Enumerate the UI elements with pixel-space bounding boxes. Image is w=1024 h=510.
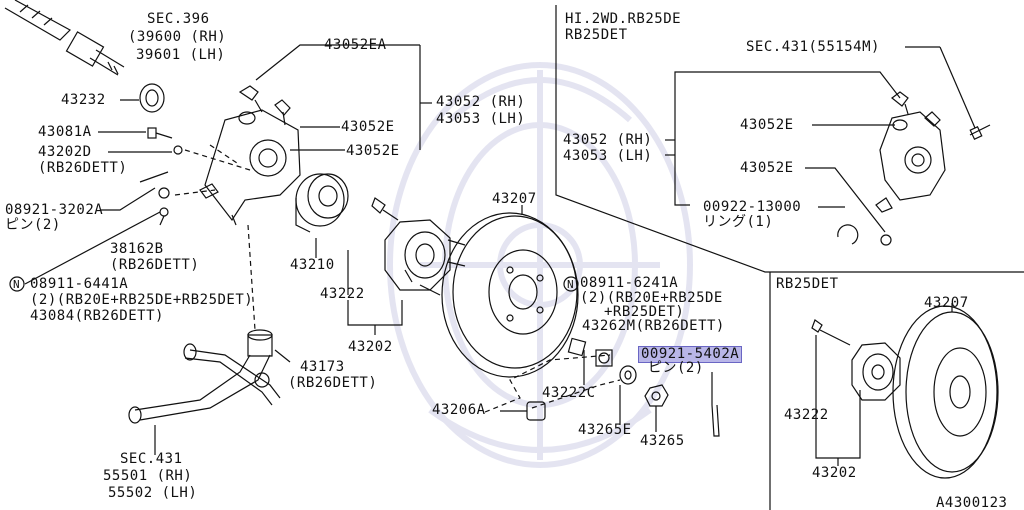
locknut-43265	[644, 384, 669, 407]
label-08911-6241a-note2: +RB25DET)	[604, 304, 685, 320]
inset1-title-line2: RB25DET	[565, 27, 628, 43]
inset1-label-43052e-upper: 43052E	[740, 117, 794, 133]
label-43202: 43202	[348, 339, 393, 355]
label-38162b-note: (RB26DETT)	[110, 257, 200, 273]
driveshaft-illustration	[4, 0, 125, 76]
washer-43265e	[619, 365, 637, 385]
label-38162b: 38162B	[110, 241, 164, 257]
label-43265: 43265	[640, 433, 685, 449]
inset1-label-sec431: SEC.431(55154M)	[746, 39, 880, 55]
label-43053-lh: 43053 (LH)	[436, 111, 526, 127]
label-43207: 43207	[492, 191, 537, 207]
hub-bearing-43210	[295, 173, 349, 233]
circle-n-marker-left	[9, 276, 25, 292]
watermark-crest	[387, 62, 693, 468]
inset1-label-00922: 00922-13000	[703, 199, 802, 215]
label-sec431-lh: 55502 (LH)	[108, 485, 198, 501]
inset1-label-43052e-lower: 43052E	[740, 160, 794, 176]
lower-arm-illustration	[128, 329, 281, 424]
inset2-title: RB25DET	[776, 276, 839, 292]
label-08911-6241a: 08911-6241A	[580, 275, 679, 291]
brake-disc-inset	[892, 305, 999, 479]
label-43202d-note: (RB26DETT)	[38, 160, 128, 176]
circled-n-left: N	[13, 278, 21, 291]
ring-00922	[837, 224, 859, 245]
label-00921-5402a-highlighted[interactable]: 00921-5402A	[638, 346, 743, 363]
label-sec396-lh: 39601 (LH)	[136, 47, 226, 63]
inset1-label-00922-note: リング(1)	[703, 214, 774, 230]
label-43262m: 43262M(RB26DETT)	[582, 318, 725, 334]
inset2-label-43222: 43222	[784, 407, 829, 423]
label-08911-6441a: 08911-6441A	[30, 276, 129, 292]
label-sec396-title: SEC.396	[147, 11, 210, 27]
label-43084: 43084(RB26DETT)	[30, 308, 164, 324]
label-43052e-upper: 43052E	[341, 119, 395, 135]
label-00921-5402a-note: ピン(2)	[648, 360, 704, 376]
label-43081a: 43081A	[38, 124, 92, 140]
inset2-label-43207: 43207	[924, 295, 969, 311]
spacer-43222c	[567, 337, 587, 357]
knuckle-illustration-inset	[875, 91, 991, 246]
inset2-label-43202: 43202	[812, 465, 857, 481]
diagram-id: A4300123	[936, 495, 1008, 510]
brake-disc-43207	[441, 212, 579, 378]
label-43222c: 43222C	[542, 385, 596, 401]
circle-n-marker-right	[563, 276, 579, 292]
label-43265e: 43265E	[578, 422, 632, 438]
label-43202d: 43202D	[38, 144, 92, 160]
inset1-label-43052-rh: 43052 (RH)	[563, 132, 653, 148]
inset1-title-line1: HI.2WD.RB25DE	[565, 11, 682, 27]
label-08911-6241a-note1: (2)(RB20E+RB25DE	[580, 290, 723, 306]
wheel-hub-inset	[811, 319, 901, 401]
label-08921-3202a: 08921-3202A	[5, 202, 104, 218]
label-08921-3202a-note: ピン(2)	[5, 217, 61, 233]
label-43210: 43210	[290, 257, 335, 273]
wheel-hub-43202	[384, 219, 466, 296]
circled-n-right: N	[567, 278, 575, 291]
label-43222: 43222	[320, 286, 365, 302]
inset1-label-43053-lh: 43053 (LH)	[563, 148, 653, 164]
split-pin	[711, 404, 720, 437]
label-43052e-lower: 43052E	[346, 143, 400, 159]
label-08911-6441a-note: (2)(RB20E+RB25DE+RB25DET)	[30, 292, 254, 308]
label-sec396-rh: (39600 (RH)	[128, 29, 227, 45]
label-sec431-rh: 55501 (RH)	[103, 468, 193, 484]
seal-43232	[139, 83, 165, 113]
label-sec431-title: SEC.431	[120, 451, 183, 467]
inset-frame-top-right	[555, 5, 1024, 273]
label-43173: 43173	[300, 359, 345, 375]
nut-43262m	[595, 349, 613, 367]
label-43232: 43232	[61, 92, 106, 108]
label-43052-rh: 43052 (RH)	[436, 94, 526, 110]
knuckle-illustration-main	[199, 85, 301, 226]
label-43206a: 43206A	[432, 402, 486, 418]
label-43173-note: (RB26DETT)	[288, 375, 378, 391]
label-43052ea: 43052EA	[324, 37, 387, 53]
